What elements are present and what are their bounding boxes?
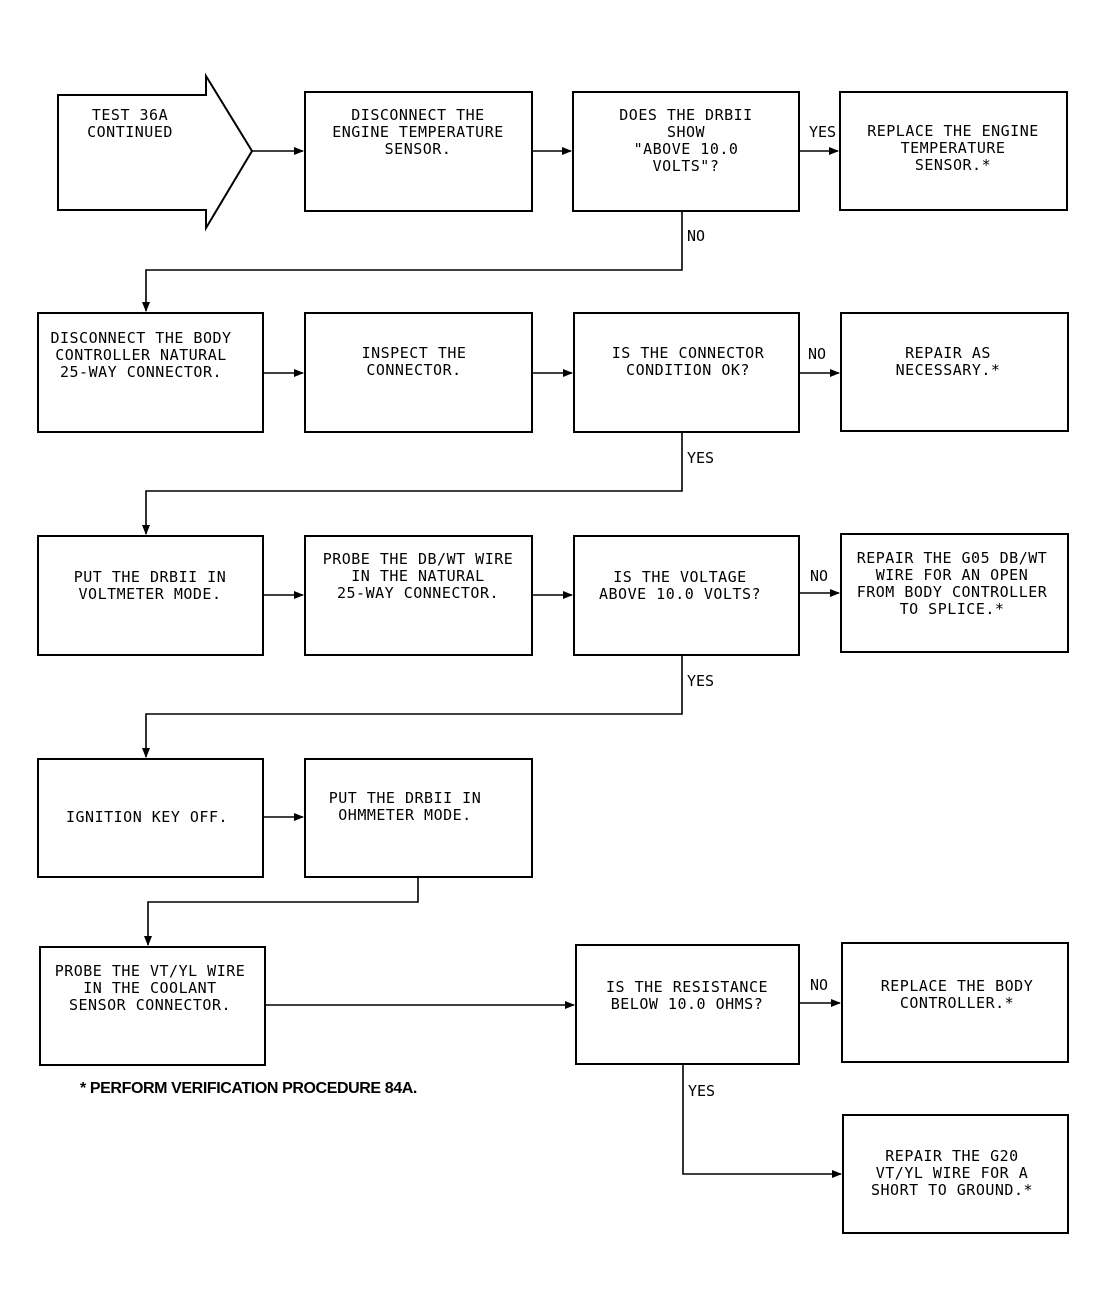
box-text-line: SENSOR. (385, 140, 452, 158)
arrow-question4-yes (682, 1064, 842, 1178)
box-text-line: SHOW (667, 123, 706, 141)
box-text-line: PROBE THE VT/YL WIRE (55, 962, 246, 980)
box-text-line: IN THE COOLANT (83, 979, 216, 997)
box-text-line: SHORT TO GROUND.* (871, 1181, 1033, 1199)
box-text-line: 25-WAY CONNECTOR. (337, 584, 499, 602)
box-text-line: WIRE FOR AN OPEN (876, 566, 1029, 584)
box-text-line: CONTROLLER NATURAL (55, 346, 227, 364)
box-text-line: IS THE VOLTAGE (613, 568, 746, 586)
box-text-line: PROBE THE DB/WT WIRE (323, 550, 514, 568)
box-text-line: REPLACE THE ENGINE (867, 122, 1039, 140)
box-text-line: DISCONNECT THE (351, 106, 484, 124)
box-text-line: REPAIR THE G05 DB/WT (857, 549, 1048, 567)
box-text-line: CONTINUED (87, 123, 173, 141)
box-text-line: CONDITION OK? (626, 361, 750, 379)
footnote: * PERFORM VERIFICATION PROCEDURE 84A. (80, 1080, 417, 1097)
box-text-line: FROM BODY CONTROLLER (857, 583, 1048, 601)
arrow-question1-no (142, 211, 683, 312)
branch-label-yes-2: YES (687, 449, 714, 467)
branch-label-no-3: NO (810, 567, 828, 585)
box-text-line: IN THE NATURAL (351, 567, 484, 585)
box-text-line: OHMMETER MODE. (338, 806, 471, 824)
box-text-line: VT/YL WIRE FOR A (876, 1164, 1029, 1182)
arrow-question3-yes (142, 655, 683, 758)
box-text-line: IGNITION KEY OFF. (66, 808, 228, 826)
branch-label-no-1: NO (687, 227, 705, 245)
box-text-line: SENSOR.* (915, 156, 991, 174)
arrow-ohmmeter-to-probe-vtyl (144, 877, 419, 946)
box-text-line: IS THE CONNECTOR (612, 344, 765, 362)
box-text-line: TEST 36A (92, 106, 168, 124)
box-text-line: DOES THE DRBII (619, 106, 752, 124)
branch-label-yes-1: YES (809, 123, 836, 141)
box-text-line: DISCONNECT THE BODY (50, 329, 231, 347)
branch-label-yes-4: YES (688, 1082, 715, 1100)
box-text-line: VOLTMETER MODE. (79, 585, 222, 603)
ignition-key-off-text: IGNITION KEY OFF. (66, 808, 228, 826)
box-text-line: REPLACE THE BODY (881, 977, 1034, 995)
box-text-line: ENGINE TEMPERATURE (332, 123, 504, 141)
box-text-line: PUT THE DRBII IN (74, 568, 227, 586)
box-text-line: CONTROLLER.* (900, 994, 1014, 1012)
box-text-line: ABOVE 10.0 VOLTS? (599, 585, 761, 603)
box-text-line: VOLTS"? (653, 157, 720, 175)
ignition-key-off-box: IGNITION KEY OFF. (37, 758, 264, 878)
box-text-line: TEMPERATURE (901, 139, 1006, 157)
box-text-line: SENSOR CONNECTOR. (69, 996, 231, 1014)
box-text-line: REPAIR AS (905, 344, 991, 362)
box-text-line: IS THE RESISTANCE (606, 978, 768, 996)
box-text-line: CONNECTOR. (366, 361, 461, 379)
box-text-line: INSPECT THE (362, 344, 467, 362)
box-text-line: "ABOVE 10.0 (634, 140, 739, 158)
box-text-line: REPAIR THE G20 (885, 1147, 1018, 1165)
branch-label-yes-3: YES (687, 672, 714, 690)
box-text-line: PUT THE DRBII IN (329, 789, 482, 807)
box-text-line: BELOW 10.0 OHMS? (611, 995, 764, 1013)
box-text-line: NECESSARY.* (896, 361, 1001, 379)
arrow-question2-yes (142, 432, 683, 535)
box-text-line: TO SPLICE.* (900, 600, 1005, 618)
box-text-line: 25-WAY CONNECTOR. (60, 363, 222, 381)
branch-label-no-2: NO (808, 345, 826, 363)
branch-label-no-4: NO (810, 976, 828, 994)
